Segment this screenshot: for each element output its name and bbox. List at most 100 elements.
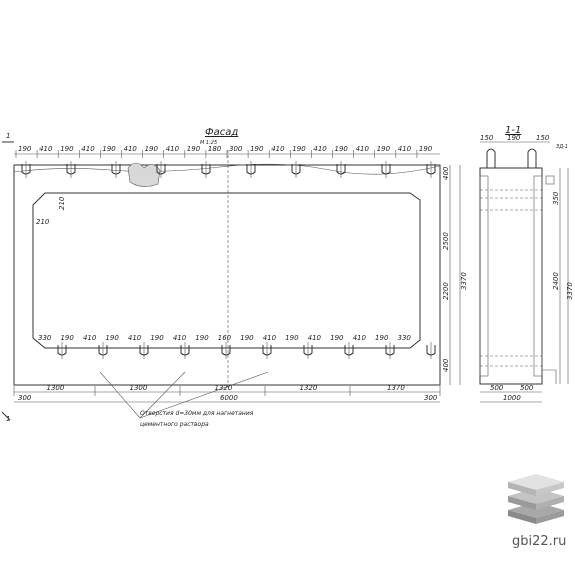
bottom-insert <box>139 342 149 359</box>
lifting-loop-right <box>527 148 537 168</box>
bottom-insert <box>344 342 354 359</box>
top-dim-label: 410 <box>271 145 285 153</box>
end-offset-right: 300 <box>424 394 438 402</box>
bottom-dim-label: 190 <box>60 334 74 342</box>
brand-logo <box>508 474 564 524</box>
section-top-dim-2: 190 <box>507 134 521 142</box>
top-insert <box>66 161 76 178</box>
bottom-insert <box>98 342 108 359</box>
right-dimension-column: 400 2500 2200 400 <box>442 166 450 372</box>
section-bottom-dim-2: 500 <box>520 384 534 392</box>
top-dim-label: 190 <box>60 145 74 153</box>
note-line-1: Отверстия d=30мм для нагнетания <box>140 410 254 417</box>
top-dim-label: 190 <box>335 145 349 153</box>
section-title: 1-1 <box>505 125 521 136</box>
bottom-dim-label: 190 <box>330 334 344 342</box>
facade-scale: М 1:25 <box>200 140 217 146</box>
bottom-dim-label: 190 <box>150 334 164 342</box>
top-dim-label: 410 <box>39 145 53 153</box>
bottom-insert <box>426 342 436 359</box>
section-bottom-total: 1000 <box>503 394 521 402</box>
bottom-insert <box>57 342 67 359</box>
top-dim-label: 190 <box>18 145 32 153</box>
top-dim-label: 410 <box>313 145 327 153</box>
bottom-dim-label: 160 <box>218 334 232 342</box>
top-insert <box>291 161 301 178</box>
section-bottom-dim-1: 500 <box>490 384 504 392</box>
top-insert <box>21 161 31 178</box>
top-insert <box>246 161 256 178</box>
bottom-dim-label: 410 <box>308 334 322 342</box>
left-dim-1: 210 <box>58 196 66 210</box>
section-mark-bottom: 1 <box>6 415 10 423</box>
right-dim-label: 2200 <box>442 282 450 300</box>
top-dim-label: 410 <box>356 145 370 153</box>
top-insert <box>111 161 121 178</box>
segment-dim-label: 1370 <box>387 384 405 392</box>
bottom-dim-label: 410 <box>173 334 187 342</box>
bottom-dim-label: 190 <box>240 334 254 342</box>
lifting-loop-left <box>486 148 496 168</box>
bottom-insert <box>180 342 190 359</box>
bottom-dimension-row: 330 190 410 190 410 190 410 190 160 190 410 190 410 1… <box>38 334 411 342</box>
top-insert <box>336 161 346 178</box>
bottom-dim-label: 190 <box>375 334 389 342</box>
bottom-insert <box>221 342 231 359</box>
top-dim-label: 190 <box>102 145 116 153</box>
section-top-dim-3: 150 <box>536 134 550 142</box>
end-offset-left: 300 <box>18 394 32 402</box>
section-mark-top: 1 <box>6 132 10 140</box>
section-top-dim-1: 150 <box>480 134 494 142</box>
top-dim-label: 190 <box>419 145 433 153</box>
top-dim-label: 410 <box>81 145 95 153</box>
bottom-inserts <box>57 342 436 359</box>
top-dim-label: 190 <box>250 145 264 153</box>
top-dim-label: 190 <box>292 145 306 153</box>
top-inserts <box>21 161 436 178</box>
top-dim-label: 410 <box>398 145 412 153</box>
section-marker: ЗД-1 <box>556 144 568 150</box>
note-line-2: цементного раствора <box>140 421 209 428</box>
concrete-patch <box>127 162 161 187</box>
right-total-height: 3370 <box>460 272 468 290</box>
bottom-dim-label: 330 <box>398 334 412 342</box>
bottom-insert <box>262 342 272 359</box>
facade-title: Фасад <box>205 127 238 138</box>
total-length: 6000 <box>220 394 238 402</box>
right-dim-label: 2500 <box>442 232 450 250</box>
right-dim-label: 400 <box>442 166 450 180</box>
top-dim-label: 190 <box>187 145 201 153</box>
top-insert <box>381 161 391 178</box>
top-insert <box>201 161 211 178</box>
left-dim-2: 210 <box>36 218 50 226</box>
top-insert <box>156 161 166 178</box>
top-dim-label: 190 <box>145 145 159 153</box>
bottom-dim-label: 190 <box>105 334 119 342</box>
top-dimension-row: 190 410 190 410 190 410 190 410 190 180 300 190 410 1… <box>15 145 433 158</box>
top-dim-label: 300 <box>229 145 243 153</box>
brand-site-name[interactable]: gbi22.ru <box>512 534 567 549</box>
section-height: 2400 <box>552 272 560 290</box>
bottom-dim-label: 410 <box>353 334 367 342</box>
top-dim-label: 180 <box>208 145 222 153</box>
segment-dim-label: 1300 <box>130 384 148 392</box>
bottom-dim-label: 190 <box>195 334 209 342</box>
top-dim-label: 190 <box>377 145 391 153</box>
top-dim-label: 410 <box>124 145 138 153</box>
bottom-dim-label: 410 <box>128 334 142 342</box>
section-view: 1-1 ЗД-1 150 190 150 350 2400 3370 500 5… <box>479 125 574 403</box>
right-dim-label: 400 <box>442 358 450 372</box>
bottom-dim-label: 410 <box>263 334 277 342</box>
segment-dim-label: 1300 <box>47 384 65 392</box>
panel-opening <box>32 192 421 349</box>
section-upper-dim: 350 <box>552 191 560 205</box>
bottom-dim-label: 410 <box>83 334 97 342</box>
facade-view: Фасад М 1:25 1 1 190 410 190 410 190 410 190 41… <box>1 127 468 428</box>
top-insert <box>426 161 436 178</box>
section-body <box>479 167 543 385</box>
bottom-insert <box>303 342 313 359</box>
segment-dim-label: 1320 <box>300 384 318 392</box>
panel-outline <box>13 164 441 386</box>
bottom-insert <box>385 342 395 359</box>
